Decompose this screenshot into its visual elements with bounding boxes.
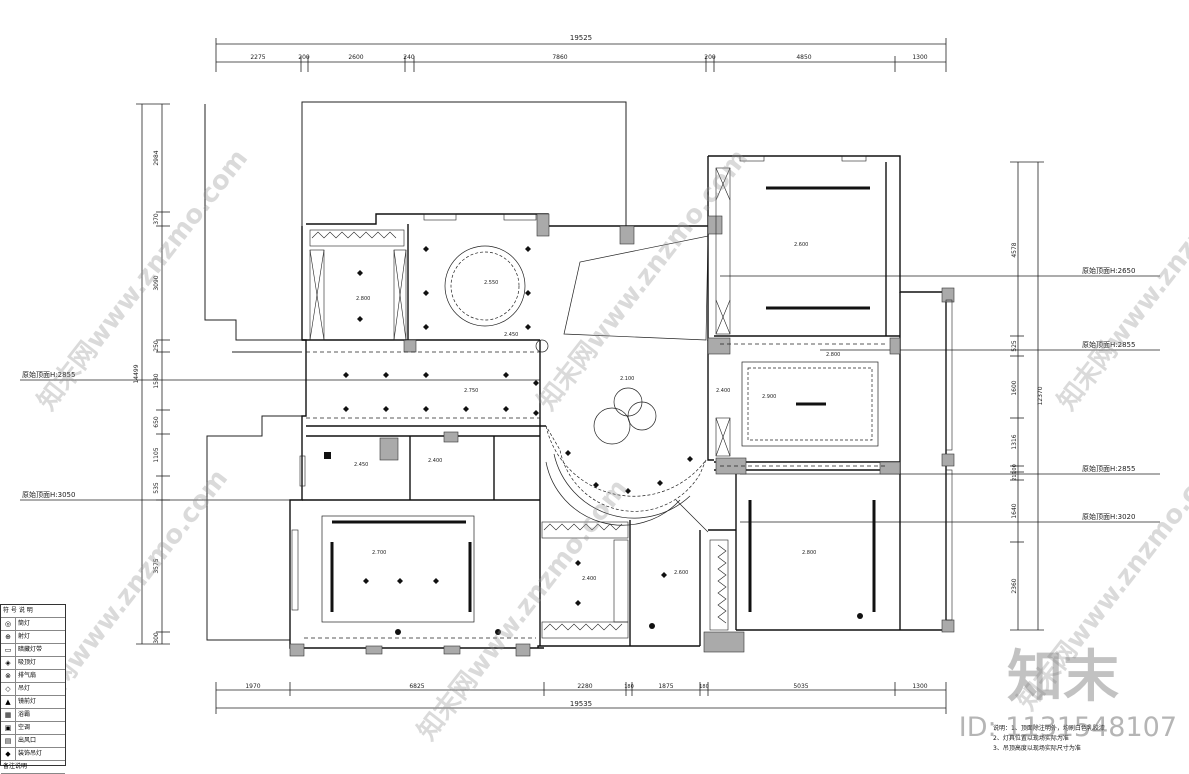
ceiling-features (304, 235, 886, 639)
left-dimension-chain (136, 103, 170, 645)
bottom-dim-5: 1875 (658, 683, 673, 690)
left-dim-2: 370 (153, 213, 160, 225)
top-total-dim: 19525 (570, 34, 592, 42)
bottom-dim-1: 1970 (245, 683, 260, 690)
light-strips (330, 186, 876, 612)
legend-row: ▤出风口 (1, 735, 65, 748)
callout-left-1: 原始顶面H:2855 (22, 370, 75, 379)
left-total-dim: 14499 (133, 364, 140, 383)
top-dimension-chain (215, 38, 947, 72)
top-dim-2: 200 (298, 54, 310, 61)
legend-row: ◆装饰吊灯 (1, 748, 65, 761)
callout-left-2: 原始顶面H:3050 (22, 490, 75, 499)
right-dim-2: 525 (1011, 340, 1018, 352)
legend-row: ▲镜前灯 (1, 696, 65, 709)
legend-row: ⊕射灯 (1, 631, 65, 644)
level-tag: 2.800 (356, 296, 370, 302)
note-line: 2、灯具位置以现场实际为准 (993, 735, 1069, 742)
level-tag: 2.600 (794, 242, 808, 248)
legend-row: ◎筒灯 (1, 618, 65, 631)
top-dim-1: 2275 (250, 54, 265, 61)
level-tag: 2.600 (674, 570, 688, 576)
right-total-dim: 12370 (1037, 386, 1044, 405)
level-tag: 2.800 (826, 352, 840, 358)
callout-leaders (20, 275, 1160, 523)
top-dim-7: 4850 (796, 54, 811, 61)
terrace-outlines (204, 101, 627, 641)
legend-row: ▣空调 (1, 722, 65, 735)
right-dim-4: 1316 (1011, 434, 1018, 449)
left-dim-6: 650 (153, 416, 160, 428)
left-dim-9: 3575 (153, 558, 160, 573)
legend-footer: 备注说明 (1, 761, 65, 774)
drawing-notes: 说明：1、顶面除注明外，均刷白色乳胶漆 2、灯具位置以现场实际为准 3、吊顶高度… (993, 724, 1158, 754)
level-tag: 2.450 (354, 462, 368, 468)
top-dim-3: 2600 (348, 54, 363, 61)
left-dim-4: 250 (153, 340, 160, 352)
legend-row: ▦浴霸 (1, 709, 65, 722)
level-tag: 2.100 (620, 376, 634, 382)
level-tag: 2.900 (762, 394, 776, 400)
legend-row: ▭暗藏灯带 (1, 644, 65, 657)
left-dim-5: 1580 (153, 373, 160, 388)
level-tags: 2.800 2.550 2.450 2.750 2.100 2.600 2.40… (354, 242, 840, 582)
level-tag: 2.400 (716, 388, 730, 394)
walls (289, 155, 947, 649)
bottom-total-dim: 19535 (570, 700, 592, 708)
left-dim-8: 535 (153, 482, 160, 494)
right-dimension-chain (1010, 161, 1044, 631)
note-line: 说明：1、顶面除注明外，均刷白色乳胶漆 (993, 725, 1105, 732)
bottom-dim-6: 180 (699, 684, 709, 690)
top-dim-4: 240 (403, 54, 415, 61)
top-dim-5: 7860 (552, 54, 567, 61)
bottom-dim-4: 180 (624, 684, 634, 690)
symbol-legend: 符 号 说 明 ◎筒灯 ⊕射灯 ▭暗藏灯带 ◈吸顶灯 ⊗排气扇 ◇吊灯 ▲镜前灯… (0, 604, 66, 774)
left-dim-3: 3090 (153, 275, 160, 290)
legend-row: ◇吊灯 (1, 683, 65, 696)
legend-header: 符 号 说 明 (1, 605, 65, 618)
bottom-dim-2: 6825 (409, 683, 424, 690)
level-tag: 2.550 (484, 280, 498, 286)
callout-right-3: 原始顶面H:2855 (1082, 464, 1135, 473)
callout-right-4: 原始顶面H:3020 (1082, 512, 1135, 521)
right-dim-1: 4578 (1011, 242, 1018, 257)
left-dim-7: 1105 (153, 447, 160, 462)
left-dim-10: 300 (153, 632, 160, 644)
right-dim-3: 1600 (1011, 380, 1018, 395)
right-dim-8: 2360 (1011, 578, 1018, 593)
bottom-dim-7: 5035 (793, 683, 808, 690)
legend-row: ◈吸顶灯 (1, 657, 65, 670)
top-dim-6: 200 (704, 54, 716, 61)
legend-row: ⊗排气扇 (1, 670, 65, 683)
right-dim-6: 219 (1012, 471, 1018, 481)
callout-right-1: 原始顶面H:2650 (1082, 266, 1135, 275)
right-dim-7: 1640 (1011, 503, 1018, 518)
level-tag: 2.800 (802, 550, 816, 556)
windows (291, 155, 953, 621)
image-id-text: ID: 1131548107 (958, 712, 1177, 743)
structural-columns (289, 213, 955, 657)
level-tag: 2.400 (582, 576, 596, 582)
level-tag: 2.450 (504, 332, 518, 338)
bottom-dim-8: 1300 (912, 683, 927, 690)
right-dim-5: 100 (1012, 464, 1018, 474)
brand-logo-text: 知末 (1007, 645, 1119, 710)
top-dim-8: 1300 (912, 54, 927, 61)
left-dim-1: 2984 (153, 150, 160, 165)
bottom-dim-3: 2280 (577, 683, 592, 690)
bottom-dimension-chain (215, 682, 947, 714)
level-tag: 2.750 (464, 388, 478, 394)
note-line: 3、吊顶高度以现场实际尺寸为准 (993, 745, 1081, 752)
callout-right-2: 原始顶面H:2855 (1082, 340, 1135, 349)
wardrobe-hatch (309, 167, 731, 639)
level-tag: 2.400 (428, 458, 442, 464)
level-tag: 2.700 (372, 550, 386, 556)
downlight-markers (324, 246, 863, 635)
